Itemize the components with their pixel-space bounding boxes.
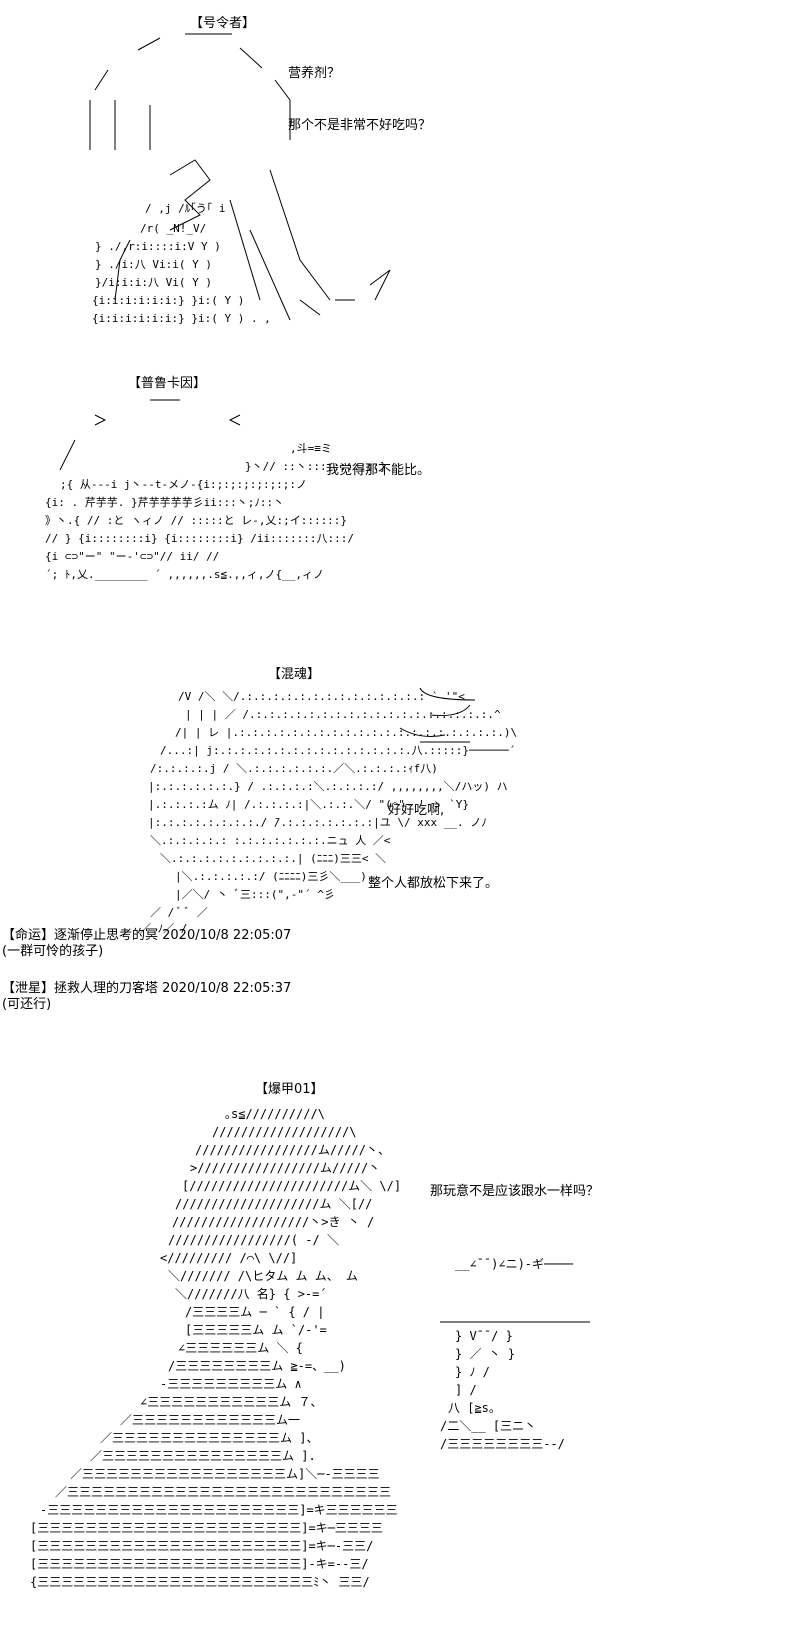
svg-text:} ./i:八 Vi:i( Y ): } ./i:八 Vi:i( Y ): [95, 258, 212, 271]
svg-text:} ／ 丶 }: } ／ 丶 }: [455, 1347, 515, 1361]
svg-text:///////////////////丶>き 丶 /: ///////////////////丶>き 丶 /: [172, 1215, 374, 1229]
svg-text:|.:.:.:.:ム ﾉ| /.:.:.:.:|＼.:.: |.:.:.:.:ム ﾉ| /.:.:.:.:|＼.:.:.＼/ "(⌒"~ '…: [148, 798, 469, 811]
svg-text:／三三三三三三三三三三三三三三ム ]、: ／三三三三三三三三三三三三三三ム ]、: [100, 1431, 318, 1445]
svg-text:>/////////////////ム/////丶: >/////////////////ム/////丶: [190, 1161, 380, 1175]
svg-text:/...:| j:.:.:.:.:.:.:: /...:| j:.:.:.:.:.:.:.:.:.:.:.:.:.:.:.八.…: [160, 744, 515, 757]
figure-hun-soul: /V /＼ ＼/.:.:.:.:.:.:.:.:.:.:.:.:.:.: ` '…: [140, 687, 517, 935]
svg-text:／三三三三三三三三三三三三三三三三三三三三三三三三三三三: ／三三三三三三三三三三三三三三三三三三三三三三三三三三三: [55, 1485, 391, 1499]
svg-text:／三三三三三三三三三三三三ム一: ／三三三三三三三三三三三三ム一: [120, 1413, 300, 1427]
speaker-label-burst-armor: 【爆甲01】: [255, 1082, 324, 1097]
svg-text:／ ﾉ／: ／ ﾉ／ /: [140, 922, 187, 935]
svg-text://///////////////( ‐/: /////////////////( ‐/ ＼: [168, 1233, 339, 1247]
figure-commander: } ./,r:i::::i:V Y ) } ./i:八 Vi:i( Y ) }/…: [89, 33, 391, 325]
svg-text:// } {i::::::::i}: // } {i::::::::i} {i::::::::i} /ii::::::…: [45, 532, 354, 545]
svg-text:/三三三三三三三三‐‐/: /三三三三三三三三‐‐/: [440, 1437, 565, 1451]
svg-text:‐三三三三三三三三三ム ∧: ‐三三三三三三三三三ム ∧: [160, 1377, 302, 1391]
speaker-label-procaine: 【普鲁卡因】: [128, 376, 207, 391]
svg-text:,斗=≡ミ: ,斗=≡ミ: [290, 442, 332, 455]
svg-text:}丶// ::丶:::::::::::}: }丶// ::丶:::::::::::}: [245, 460, 386, 473]
speech-line: 营养剂？: [288, 66, 341, 81]
svg-text:[三三三三三ム ム `/‐: [三三三三三ム ム `/‐'=: [185, 1323, 327, 1337]
svg-text:////////////////////ム ＼[//: ////////////////////ム ＼[//: [175, 1197, 372, 1211]
svg-text:;{ 从--‐i j丶--t‐メノ‐{i:: ;{ 从--‐i j丶--t‐メノ‐{i:;:;:;:;:;:;:ノ: [60, 478, 307, 491]
speaker-label-commander: 【号令者】: [190, 16, 256, 31]
svg-text:} ﾉ /: } ﾉ /: [455, 1365, 490, 1379]
svg-text:/| | レ |.:.:.:.:.:.:.:.:.:.:: /| | レ |.:.:.:.:.:.:.:.:.:.:.:.:.:.:.:.:…: [175, 726, 517, 739]
svg-text:[三三三三三三三三三三三三三三三三三三三三三三]‐キ=‐‐三: [三三三三三三三三三三三三三三三三三三三三三三]‐キ=‐‐三/: [30, 1557, 369, 1571]
svg-text:} V¯¯/ }: } V¯¯/ }: [455, 1329, 513, 1343]
svg-text:|／＼/ 丶 ﾞ三:::(",-"´ ^彡: |／＼/ 丶 ﾞ三:::(",-"´ ^彡: [175, 888, 335, 901]
svg-text:{i: . 芹芋芋. }芹芋芋芋芋彡ii:::: {i: . 芹芋芋. }芹芋芋芋芋彡ii:::丶;ﾉ::丶: [45, 496, 284, 509]
svg-text:{i:i:i:i:i:i:} }i:( Y ): {i:i:i:i:i:i:} }i:( Y ): [92, 294, 244, 307]
svg-text:}/i:i:i:八 Vi( Y ): }/i:i:i:八 Vi( Y ): [95, 276, 212, 289]
svg-text:} ./,r:i::::i:V Y ): } ./,r:i::::i:V Y ): [95, 240, 221, 253]
svg-text:∠三三三三三三ム ＼ {: ∠三三三三三三ム ＼ {: [178, 1341, 303, 1355]
svg-text:/三三三三三三三三ム ≧‐=、__): /三三三三三三三三ム ≧‐=、__): [168, 1359, 346, 1373]
svg-text:{i:i:i:i:i:i:} }i:( Y ) . ,: {i:i:i:i:i:i:} }i:( Y ) . ,: [92, 312, 271, 325]
svg-text:|:.:.:.:.:.:.:.:./ ̄/.:.:.:.:.: |:.:.:.:.:.:.:.:./ ̄/.:.:.:.:.:.:.:|ユ \/…: [148, 816, 487, 829]
svg-text:/V /＼ ＼/.:.:.:.:.:.:.:.:.:.:.:: /V /＼ ＼/.:.:.:.:.:.:.:.:.:.:.:.:.:.: ` '…: [178, 690, 465, 703]
svg-text:/r( _N!_V/: /r( _N!_V/: [140, 222, 206, 235]
svg-text:] /: ] /: [455, 1383, 477, 1397]
speech-line: 那玩意不是应该跟水一样吗？: [430, 1184, 600, 1199]
svg-text:/:.:.:.:.j / ＼.:.:.:.:.: /:.:.:.:.j / ＼.:.:.:.:.:.:.／＼.:.:.:.:ｨf八…: [150, 762, 438, 775]
speech-line: 整个人都放松下来了。: [368, 876, 499, 891]
figure-procaine: ,斗=≡ミ }丶// ::丶:::::::::::} ;{ 从--‐i j丶--…: [45, 399, 386, 581]
svg-text:／三三三三三三三三三三三三三三三三三ム]＼─‐三三三三: ／三三三三三三三三三三三三三三三三三ム]＼─‐三三三三: [70, 1467, 380, 1481]
svg-text:｡s≦//////////\: ｡s≦//////////\: [225, 1107, 325, 1121]
comment-author-line: 【泄星】拯救人理的刀客塔 2020/10/8 22:05:37: [2, 981, 292, 996]
svg-text:／三三三三三三三三三三三三三三三ム ].: ／三三三三三三三三三三三三三三三ム ].: [90, 1449, 316, 1463]
svg-text:＼.:.:.:.:.: :.:.:.:.:.:.:.ニュ: ＼.:.:.:.:.: :.:.:.:.:.:.:.ニュ 人 ／<: [150, 834, 391, 847]
svg-text:/ ,j /ﾙ｢う｢ i: / ,j /ﾙ｢う｢ i: [145, 202, 225, 215]
speech-line: 好好吃啊,: [388, 803, 445, 818]
svg-text:{i ⊂⊃"ー" ": {i ⊂⊃"ー" "ー-'⊂⊃"// ii/ //: [45, 550, 219, 563]
svg-text:{三三三三三三三三三三三三三三三三三三三三三三三ﾐ丶 三三/: {三三三三三三三三三三三三三三三三三三三三三三三ﾐ丶 三三/: [30, 1575, 370, 1589]
svg-text:∠三三三三三三三三三三三ム ７、: ∠三三三三三三三三三三三ム ７、: [140, 1395, 322, 1409]
svg-text:/三三三三ム ─ ` { /: /三三三三ム ─ ` { / |: [185, 1305, 324, 1319]
svg-text:＼/////// /\ヒタム ム ム、: ＼/////// /\ヒタム ム ム、 ム: [168, 1269, 358, 1283]
svg-text:|＼.:.:.:.:.:/ (ﾆﾆﾆﾆ)三彡＼___): |＼.:.:.:.:.:/ (ﾆﾆﾆﾆ)三彡＼___): [175, 870, 367, 883]
svg-text:__∠¯¯)∠ニ)‐ギ────: __∠¯¯)∠ニ)‐ギ────: [455, 1257, 574, 1271]
svg-text:／ / ﾞ ﾞ: ／ / ﾞ ﾞ ／: [150, 906, 208, 919]
comment-text: (一群可怜的孩子): [2, 944, 104, 959]
comment-author-line: 【命运】逐渐停止思考的冥 2020/10/8 22:05:07: [2, 928, 292, 943]
svg-text:＼.:.:.:.:.:.:.:.:.:.| (ﾆﾆﾆ)三: ＼.:.:.:.:.:.:.:.:.:.| (ﾆﾆﾆ)三三< ＼: [160, 852, 386, 865]
figure-burst-armor: ｡s≦//////////\ ///////////////////\ ////…: [30, 1107, 590, 1589]
svg-text:＼///////八 名} {: ＼///////八 名} { >‐=´: [175, 1286, 327, 1301]
svg-text:|:.:.:.:.:.:.} / .:.:.:.:＼.: |:.:.:.:.:.:.} / .:.:.:.:＼.:.:.:.:/ ,,,,…: [148, 780, 508, 793]
speech-line: 那个不是非常不好吃吗？: [288, 118, 432, 133]
svg-text://///////////////ム/////丶、: /////////////////ム/////丶、: [195, 1143, 390, 1157]
svg-text:八 [≧s。: 八 [≧s。: [448, 1401, 501, 1415]
svg-text:/二＼__ [三ニ丶: /二＼__ [三ニ丶: [440, 1419, 536, 1433]
svg-text:[三三三三三三三三三三三三三三三三三三三三三三]=キ─三三三: [三三三三三三三三三三三三三三三三三三三三三三]=キ─三三三三: [30, 1521, 383, 1535]
svg-text:| | | ／ /.:.:.:.:.:.:.:.:.:.:: | | | ／ /.:.:.:.:.:.:.:.:.:.:.:.:.:.:.:.…: [185, 708, 501, 721]
svg-text:[//////////////////////ム＼ \/]: [//////////////////////ム＼ \/]: [182, 1179, 401, 1193]
svg-text:‐三三三三三三三三三三三三三三三三三三三三三]=キ三三三三三: ‐三三三三三三三三三三三三三三三三三三三三三]=キ三三三三三三: [40, 1503, 398, 1517]
comment-text: (可还行): [2, 997, 52, 1012]
svg-text:<///////// /⌒\ \//]: <///////// /⌒\ \//]: [160, 1251, 297, 1265]
speaker-label-hun-soul: 【混魂】: [268, 667, 321, 682]
svg-text:》丶.{ // :と ヽィノ // :::::と: 》丶.{ // :と ヽィノ // :::::と レ-,乂:;イ::::::}: [45, 514, 347, 527]
svg-text:[三三三三三三三三三三三三三三三三三三三三三三]=キ─‐三三: [三三三三三三三三三三三三三三三三三三三三三三]=キ─‐三三/: [30, 1539, 373, 1553]
svg-text:///////////////////\: ///////////////////\: [212, 1125, 357, 1139]
svg-text:´; ﾄ,乂.________ ´ ,,,,,,.s≦.,: ´; ﾄ,乂.________ ´ ,,,,,,.s≦.,,ィ,ノ{__,ィノ: [45, 568, 324, 581]
speech-line: 我觉得那不能比。: [326, 463, 431, 478]
